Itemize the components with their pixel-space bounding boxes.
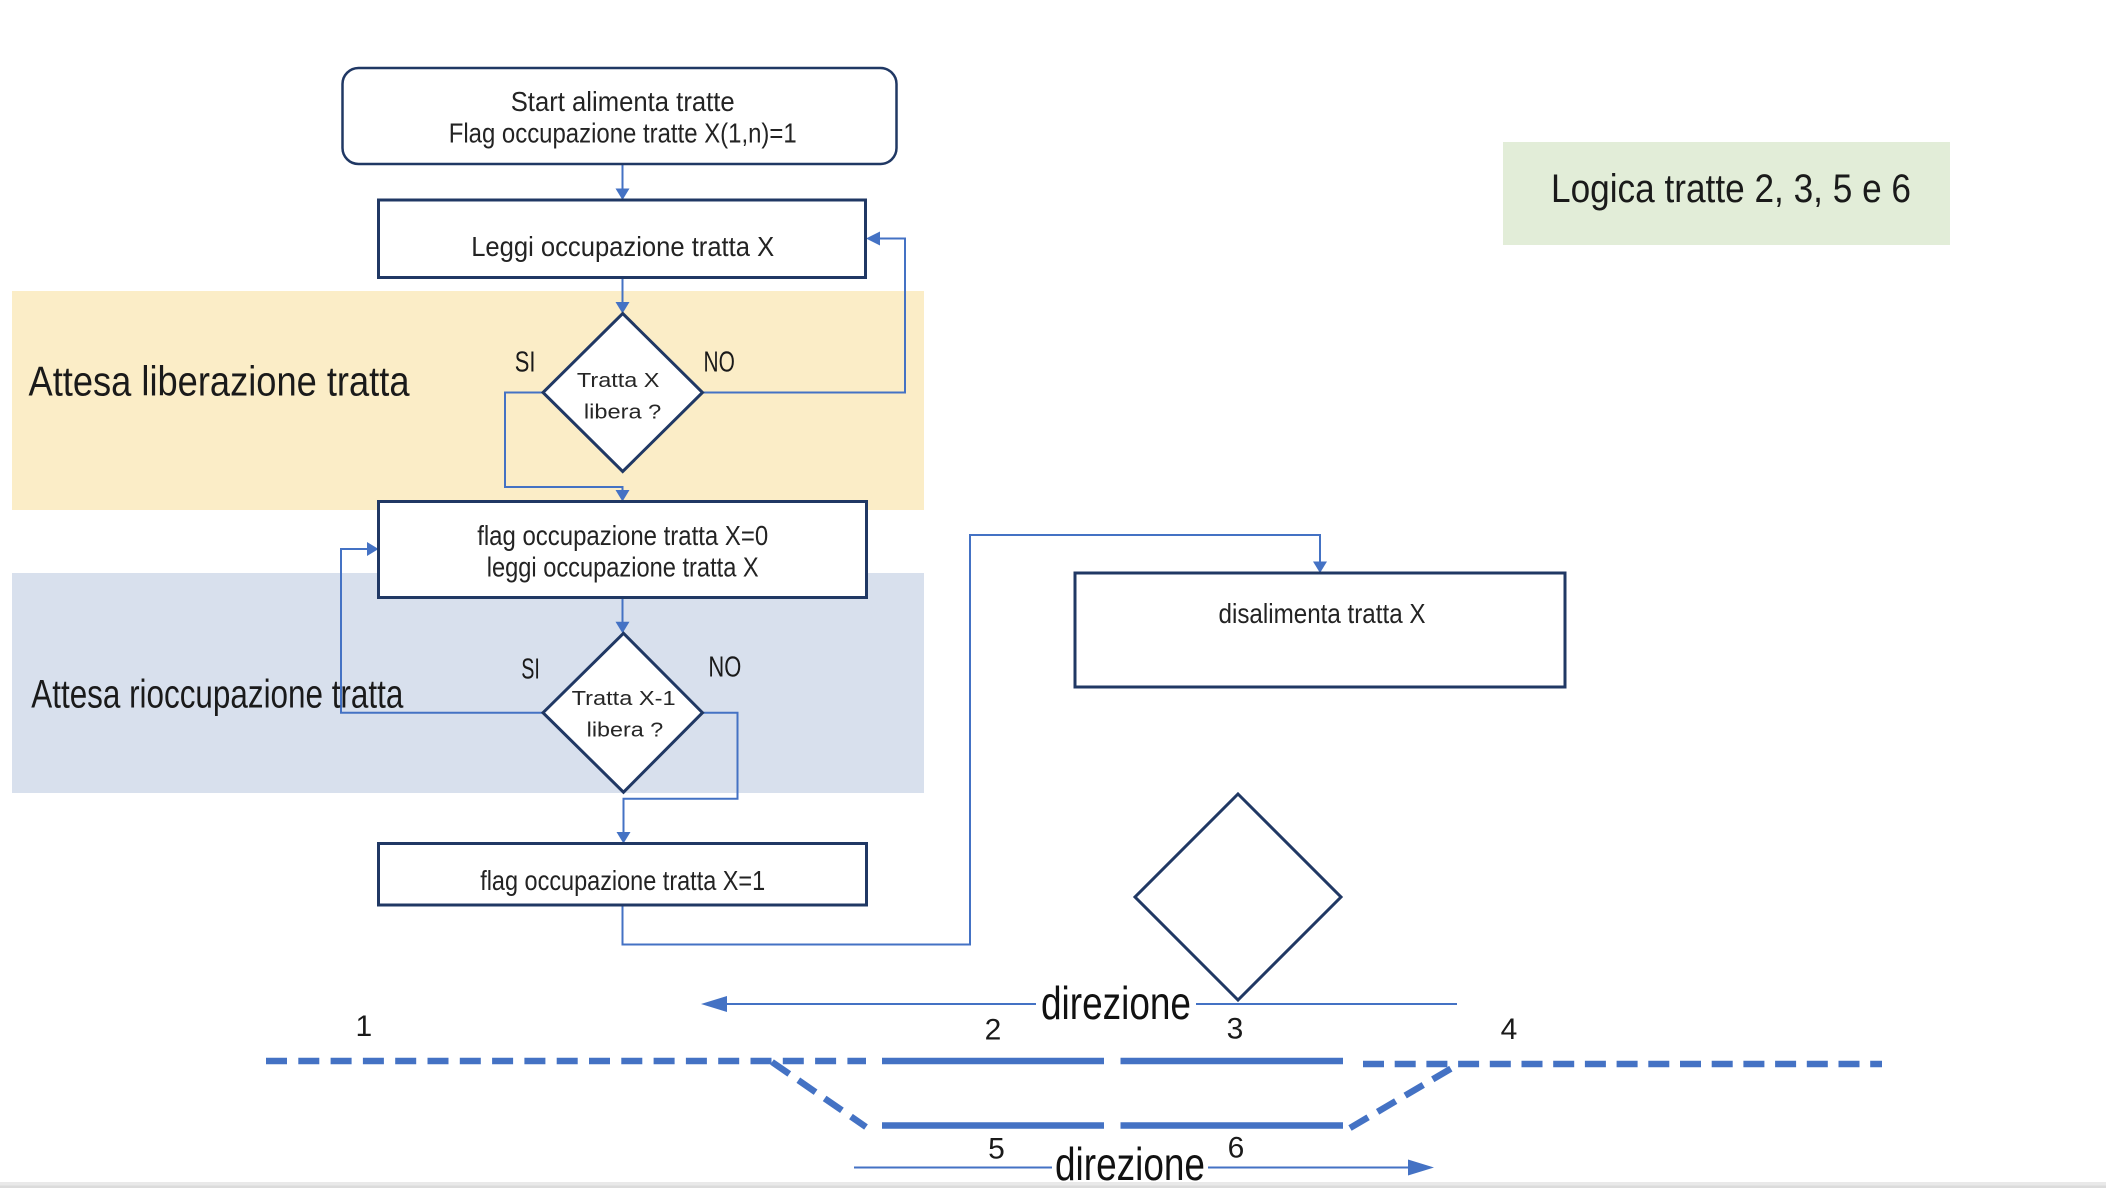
svg-text:direzione: direzione (1055, 1138, 1205, 1188)
svg-text:flag occupazione tratta X=1: flag occupazione tratta X=1 (480, 865, 765, 896)
svg-text:leggi occupazione tratta X: leggi occupazione tratta X (487, 552, 759, 583)
svg-text:Attesa rioccupazione tratta: Attesa rioccupazione tratta (31, 673, 404, 717)
svg-text:Start alimenta tratte: Start alimenta tratte (511, 86, 735, 117)
svg-text:NO: NO (704, 346, 735, 378)
svg-text:libera ?: libera ? (587, 720, 664, 742)
svg-text:2: 2 (985, 1014, 1002, 1047)
svg-text:direzione: direzione (1041, 977, 1191, 1029)
svg-text:Leggi occupazione tratta X: Leggi occupazione tratta X (471, 231, 774, 262)
svg-text:NO: NO (708, 652, 741, 684)
svg-text:Attesa liberazione tratta: Attesa liberazione tratta (29, 358, 411, 405)
svg-text:Tratta X-1: Tratta X-1 (572, 688, 676, 710)
svg-text:SI: SI (521, 654, 540, 686)
svg-text:disalimenta tratta X: disalimenta tratta X (1219, 598, 1426, 629)
svg-text:flag occupazione tratta X=0: flag occupazione tratta X=0 (477, 520, 768, 551)
svg-text:6: 6 (1228, 1132, 1245, 1165)
svg-text:1: 1 (355, 1010, 372, 1043)
svg-text:Logica tratte 2, 3, 5 e 6: Logica tratte 2, 3, 5 e 6 (1551, 167, 1911, 211)
svg-text:libera ?: libera ? (584, 402, 661, 424)
svg-text:Flag occupazione tratte X(1,n): Flag occupazione tratte X(1,n)=1 (449, 118, 797, 149)
svg-text:5: 5 (988, 1133, 1005, 1166)
svg-text:Tratta X: Tratta X (577, 370, 660, 392)
svg-text:3: 3 (1227, 1013, 1244, 1046)
svg-text:4: 4 (1501, 1013, 1518, 1046)
svg-text:SI: SI (515, 346, 536, 378)
